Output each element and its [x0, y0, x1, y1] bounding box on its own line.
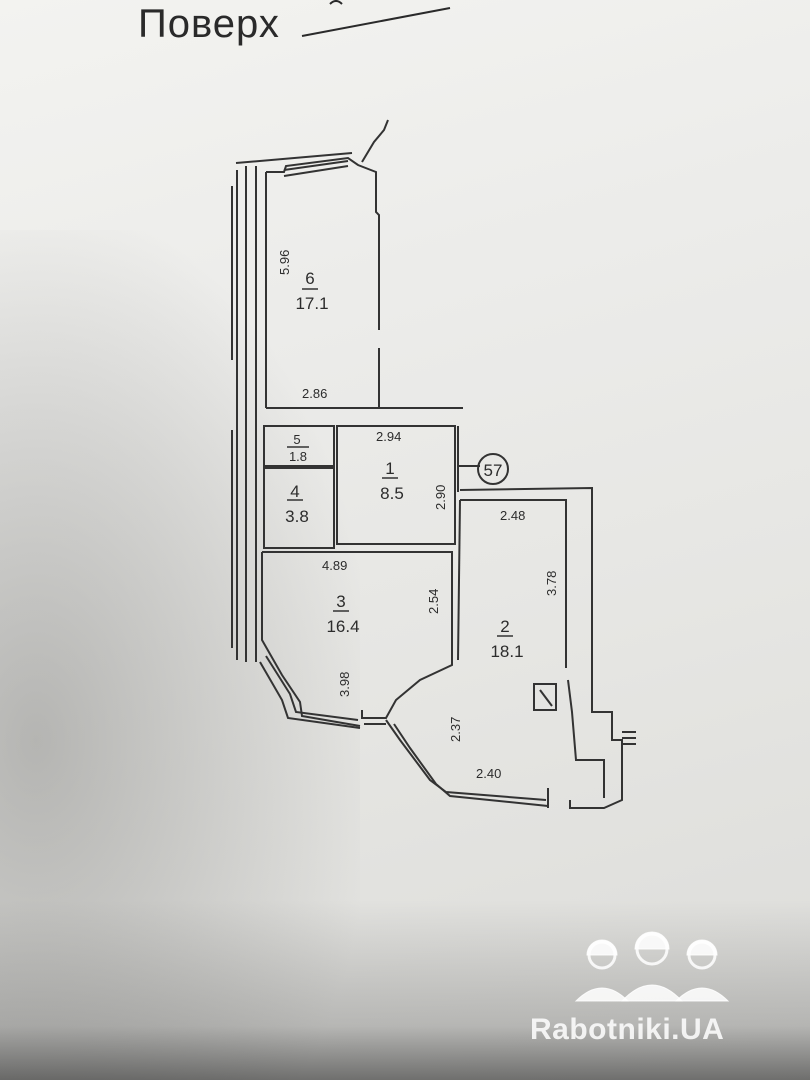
room-2-number: 2: [500, 617, 509, 636]
workers-logo-icon: [574, 931, 730, 1002]
dim-room2-height: 3.78: [544, 571, 559, 596]
room-5-area: 1.8: [289, 449, 307, 464]
room-3-number: 3: [336, 592, 345, 611]
watermark-text: Rabotniki.UA: [530, 1013, 725, 1046]
dim-room1-height: 2.90: [433, 485, 448, 510]
room-6-area: 17.1: [295, 294, 328, 313]
dim-room3-height-right: 2.54: [426, 589, 441, 614]
apartment-number-circle: [477, 453, 509, 485]
plan-walls: [231, 119, 636, 809]
dim-room6-width: 2.86: [302, 386, 327, 401]
room-3-area: 16.4: [326, 617, 359, 636]
room-2-area: 18.1: [490, 642, 523, 661]
floor-number-line: [301, 0, 451, 37]
room-1-number: 1: [385, 459, 394, 478]
dim-room1-width: 2.94: [376, 429, 401, 444]
floor-label: Поверх: [138, 2, 280, 46]
dim-room3-height-left: 3.98: [337, 672, 352, 697]
dim-balcony-width: 2.40: [476, 766, 501, 781]
apartment-number: 57: [484, 461, 503, 480]
shadow-bottom: [0, 900, 810, 1080]
room-4-number: 4: [290, 482, 299, 501]
dim-room2-width: 2.48: [500, 508, 525, 523]
dim-room3-width: 4.89: [322, 558, 347, 573]
room-4-area: 3.8: [285, 507, 309, 526]
room-1-area: 8.5: [380, 484, 404, 503]
room-5-number: 5: [293, 432, 300, 447]
room-6-number: 6: [305, 269, 314, 288]
room-label-bars: [287, 288, 513, 637]
dim-room6-height: 5.96: [277, 250, 292, 275]
dim-balcony-height: 2.37: [448, 717, 463, 742]
